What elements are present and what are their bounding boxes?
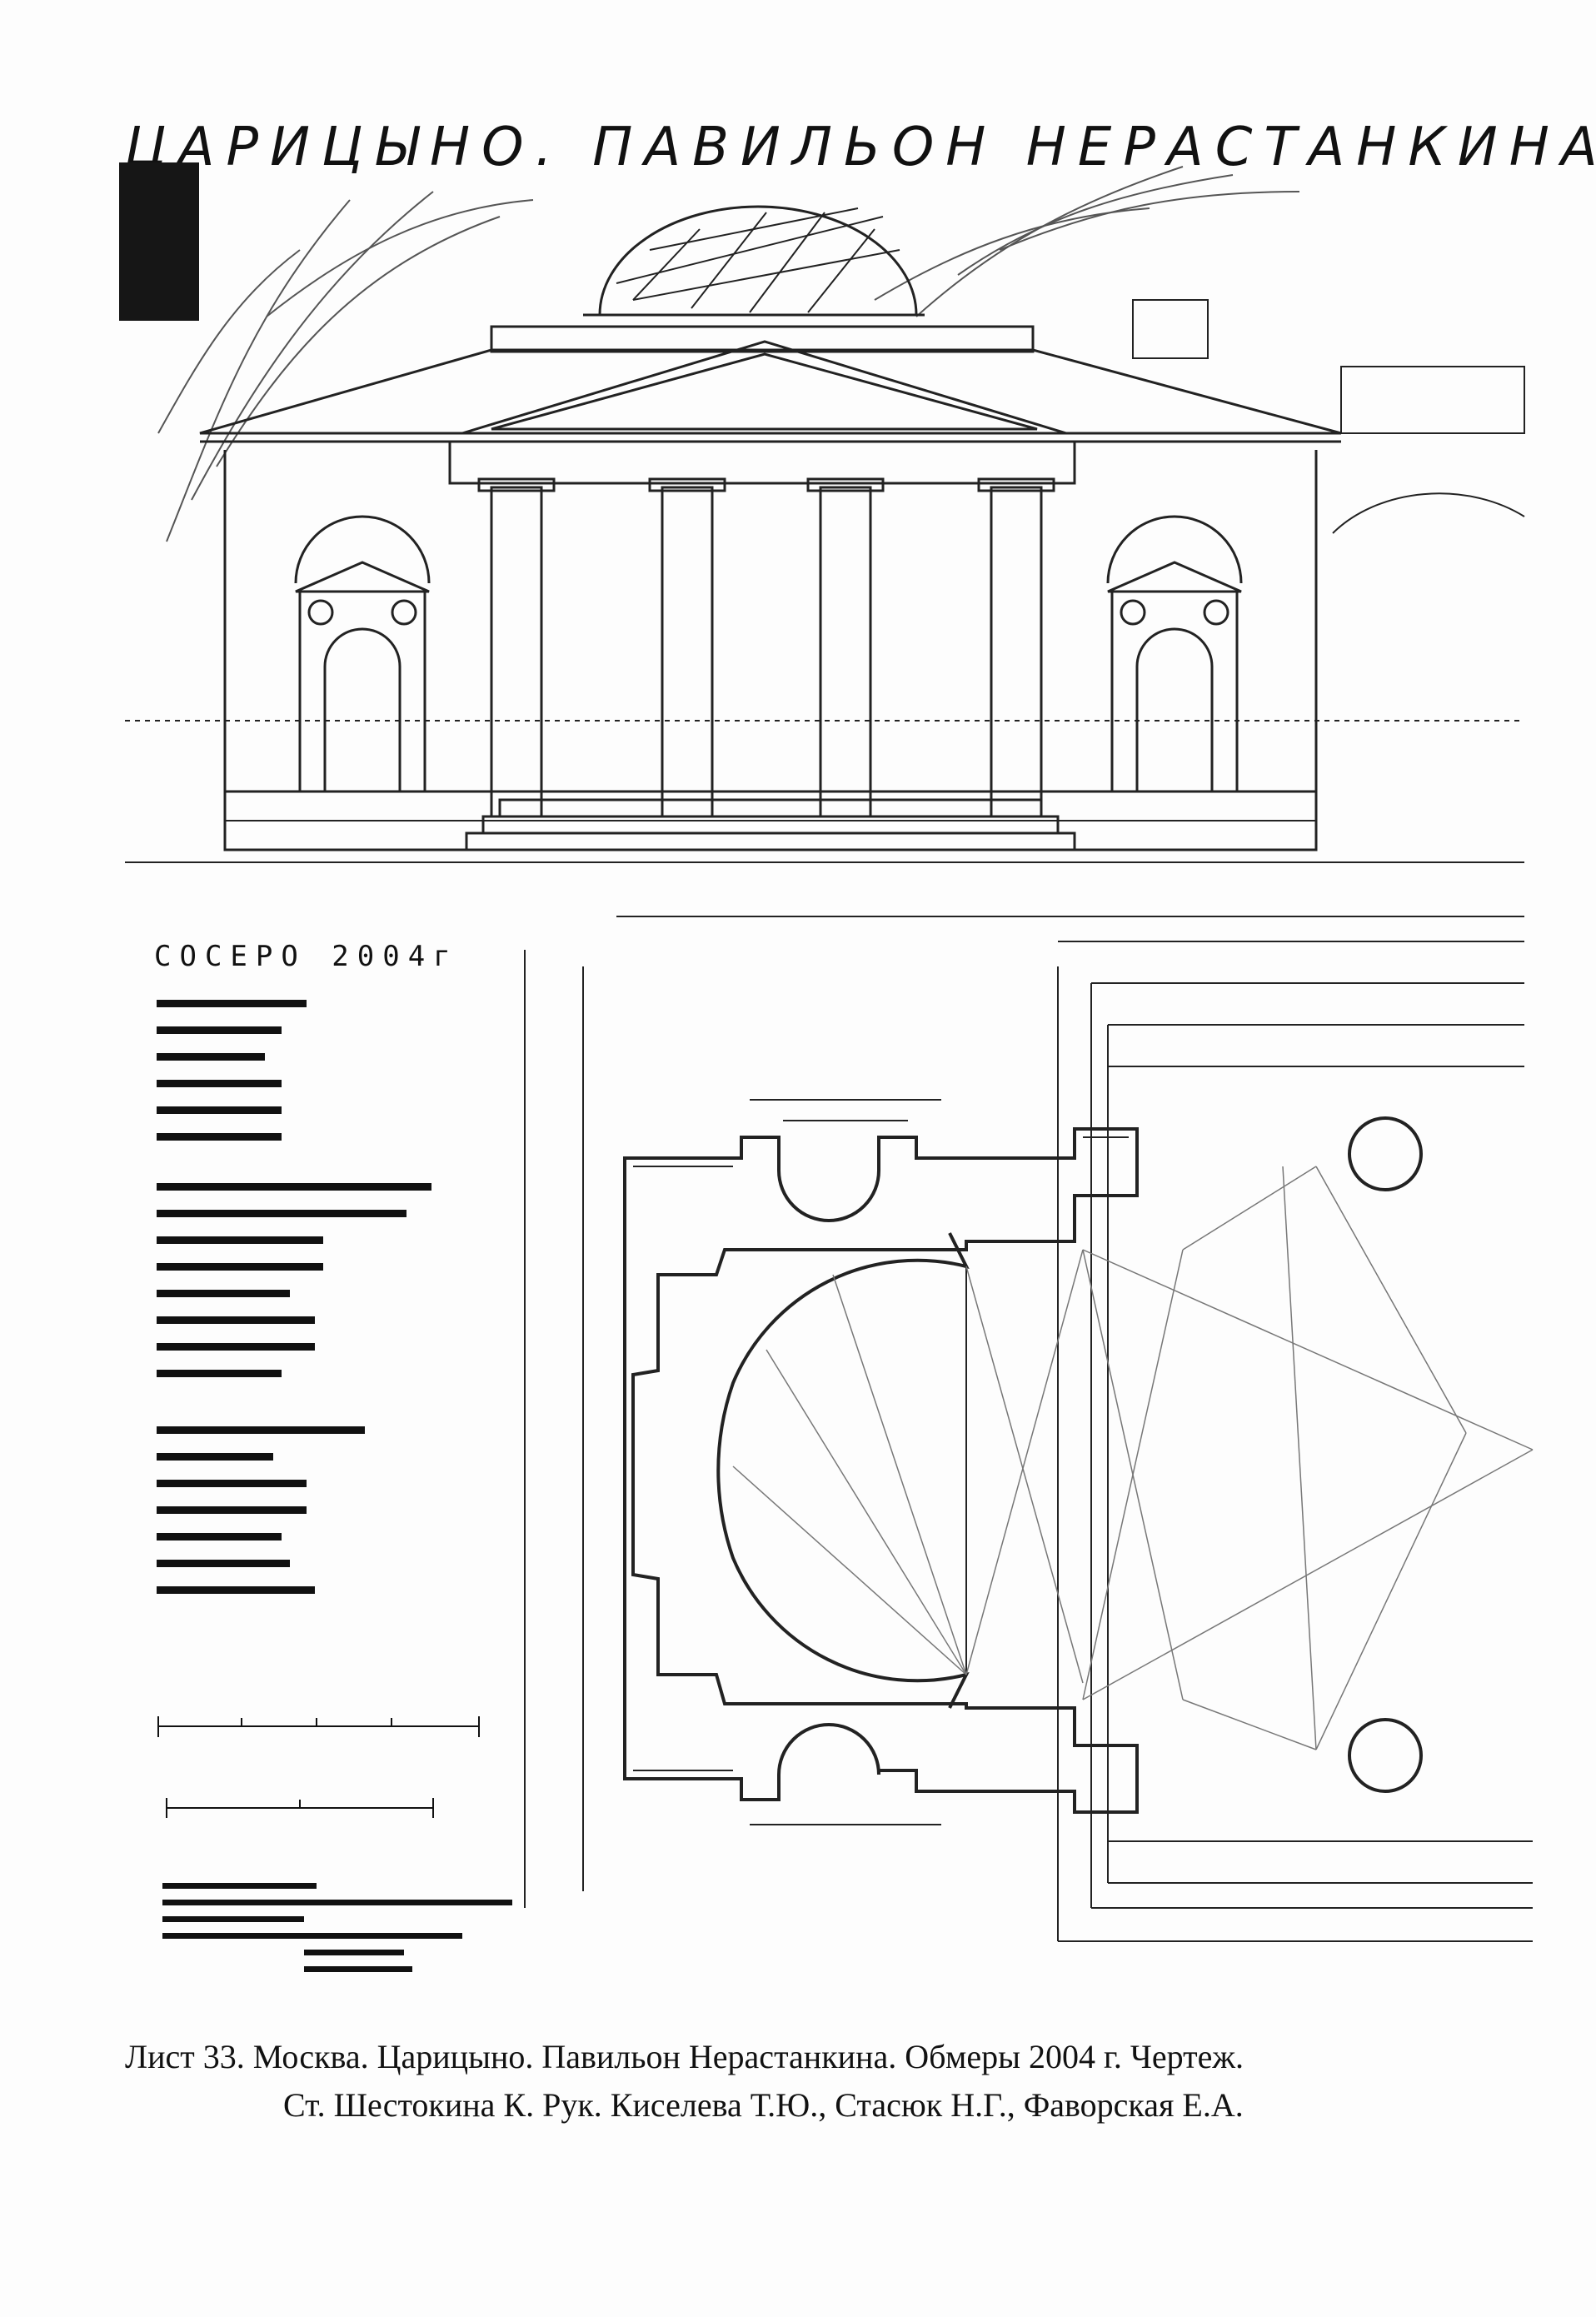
figure-caption: Лист 33. Москва. Царицыно. Павильон Нера…: [125, 2033, 1541, 2130]
tree-sketch: [157, 166, 1300, 542]
colonnade: [477, 477, 1055, 818]
sheet-title: ЦАРИЦЫНО. ПАВИЛЬОН НЕРАСТАНКИНА: [125, 117, 1596, 178]
right-niche: [1106, 515, 1243, 793]
side-arcade: [1132, 299, 1525, 534]
left-niche: [294, 515, 431, 793]
legend-lettering: [157, 1000, 512, 1972]
legend-header: СОСЕРО 2004г: [154, 940, 459, 973]
plinth: [223, 790, 1318, 851]
floor-plan: [524, 916, 1534, 1942]
legend-block: [157, 1716, 480, 1818]
black-corner-tab: [119, 162, 199, 321]
dome: [583, 205, 925, 317]
caption-line-2: Ст. Шестокина К. Рук. Киселева Т.Ю., Ста…: [283, 2086, 1244, 2124]
caption-line-1: Лист 33. Москва. Царицыно. Павильон Нера…: [125, 2038, 1244, 2075]
